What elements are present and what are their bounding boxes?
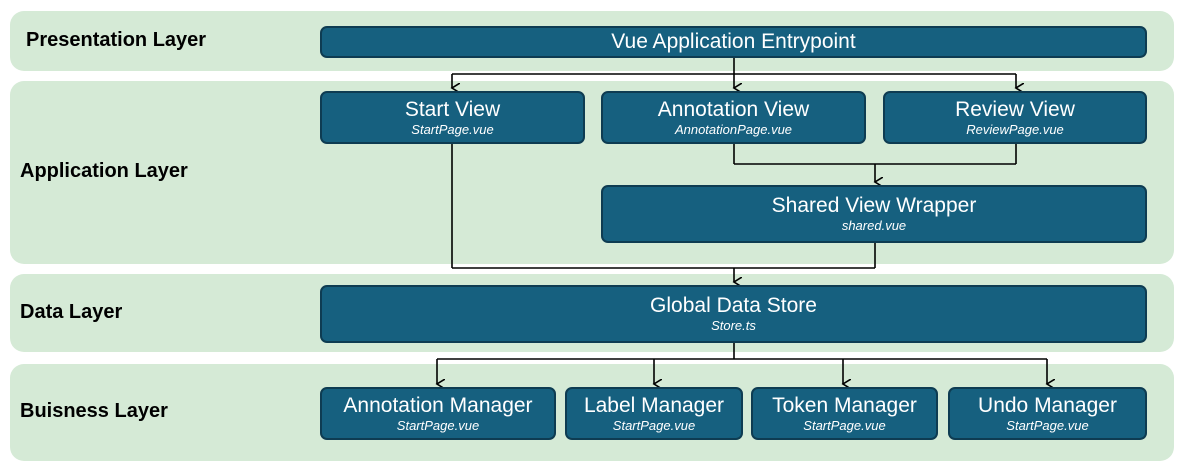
vue-application-entrypoint-box: Vue Application Entrypoint [320,26,1147,58]
annotation-view-title: Annotation View [657,97,810,121]
start-view-file: StartPage.vue [411,121,494,137]
start-view-title: Start View [404,97,501,121]
annotation-manager-title: Annotation Manager [343,393,533,417]
review-view-title: Review View [955,97,1075,121]
token-manager-title: Token Manager [772,393,917,417]
undo-manager-box: Undo Manager StartPage.vue [948,387,1147,440]
annotation-view-file: AnnotationPage.vue [674,121,793,137]
annotation-view-box: Annotation View AnnotationPage.vue [601,91,866,144]
application-layer-label: Application Layer [20,160,188,182]
shared-view-wrapper-title: Shared View Wrapper [771,194,977,217]
data-layer-label: Data Layer [20,301,123,323]
token-manager-box: Token Manager StartPage.vue [751,387,938,440]
token-manager-file: StartPage.vue [803,417,886,433]
shared-view-wrapper-box: Shared View Wrapper shared.vue [601,185,1147,243]
annotation-manager-box: Annotation Manager StartPage.vue [320,387,556,440]
start-view-box: Start View StartPage.vue [320,91,585,144]
undo-manager-file: StartPage.vue [1006,417,1089,433]
shared-view-wrapper-file: shared.vue [841,218,907,233]
presentation-layer-label: Presentation Layer [26,29,207,51]
annotation-manager-file: StartPage.vue [396,417,480,433]
entrypoint-title: Vue Application Entrypoint [611,30,856,53]
label-manager-box: Label Manager StartPage.vue [565,387,743,440]
global-data-store-title: Global Data Store [650,294,817,317]
review-view-box: Review View ReviewPage.vue [883,91,1147,144]
label-manager-title: Label Manager [583,393,725,417]
global-data-store-box: Global Data Store Store.ts [320,285,1147,343]
global-data-store-file: Store.ts [711,318,756,333]
business-layer-label: Buisness Layer [20,400,168,422]
review-view-file: ReviewPage.vue [966,121,1064,137]
label-manager-file: StartPage.vue [612,417,696,433]
undo-manager-title: Undo Manager [978,393,1117,417]
